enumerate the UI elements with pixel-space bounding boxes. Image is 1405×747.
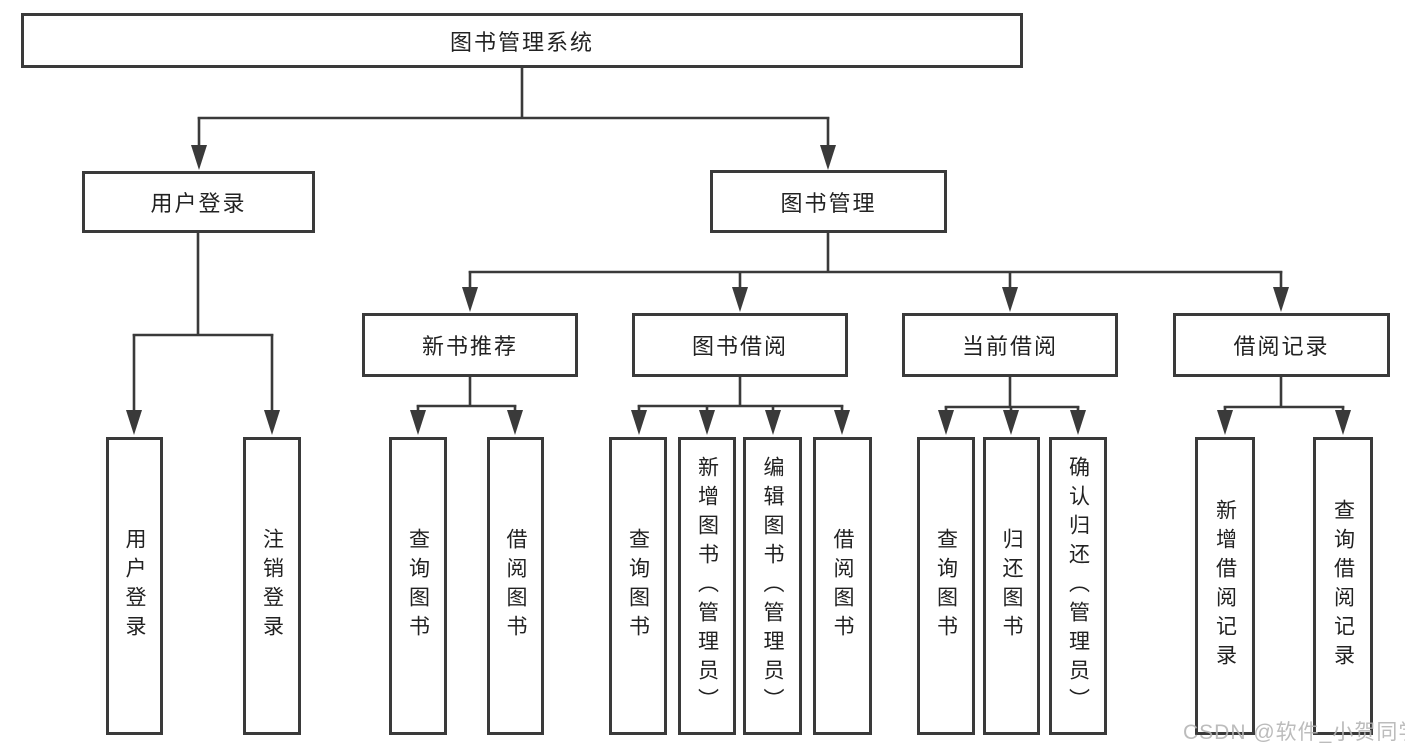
leaf-query-books-recommend: 查询图书 bbox=[389, 437, 447, 735]
node-label: 用户登录 bbox=[123, 528, 146, 644]
leaf-user-login: 用户登录 bbox=[106, 437, 163, 735]
node-library-management-system: 图书管理系统 bbox=[21, 13, 1023, 68]
leaf-query-borrow-record: 查询借阅记录 bbox=[1313, 437, 1373, 735]
leaf-edit-books-admin: 编辑图书（管理员） bbox=[743, 437, 802, 735]
node-label: 当前借阅 bbox=[961, 334, 1058, 359]
node-label: 查询图书 bbox=[406, 528, 430, 644]
watermark: CSDN @软件_小贺同学 bbox=[1183, 721, 1405, 744]
leaf-confirm-return-admin: 确认归还（管理员） bbox=[1049, 437, 1107, 735]
leaf-add-borrow-record: 新增借阅记录 bbox=[1195, 437, 1255, 735]
node-book-borrowing: 图书借阅 bbox=[632, 313, 848, 377]
leaf-logout-login: 注销登录 bbox=[243, 437, 301, 735]
node-label: 归还图书 bbox=[1000, 528, 1023, 644]
node-label: 查询借阅记录 bbox=[1331, 499, 1355, 673]
leaf-return-books: 归还图书 bbox=[983, 437, 1040, 735]
node-label: 查询图书 bbox=[626, 528, 650, 644]
leaf-query-books-current: 查询图书 bbox=[917, 437, 975, 735]
node-user-login: 用户登录 bbox=[82, 171, 315, 233]
node-label: 用户登录 bbox=[150, 191, 247, 216]
node-label: 借阅图书 bbox=[504, 528, 527, 644]
leaf-borrow-books-recommend: 借阅图书 bbox=[487, 437, 544, 735]
node-current-borrowing: 当前借阅 bbox=[902, 313, 1118, 377]
node-label: 新增图书（管理员） bbox=[695, 455, 719, 717]
node-label: 新书推荐 bbox=[421, 334, 518, 359]
node-borrow-records: 借阅记录 bbox=[1173, 313, 1390, 377]
leaf-query-books-borrowing: 查询图书 bbox=[609, 437, 667, 735]
leaf-borrow-books: 借阅图书 bbox=[813, 437, 872, 735]
node-label: 图书管理系统 bbox=[449, 29, 594, 55]
node-label: 查询图书 bbox=[934, 528, 958, 644]
node-label: 图书借阅 bbox=[691, 334, 788, 359]
node-label: 新增借阅记录 bbox=[1213, 499, 1237, 673]
node-label: 图书管理 bbox=[780, 190, 877, 216]
node-label: 编辑图书（管理员） bbox=[761, 455, 784, 717]
node-label: 注销登录 bbox=[260, 528, 284, 644]
node-book-management: 图书管理 bbox=[710, 170, 947, 233]
node-label: 借阅图书 bbox=[831, 528, 854, 644]
leaf-add-books-admin: 新增图书（管理员） bbox=[678, 437, 736, 735]
node-label: 借阅记录 bbox=[1233, 334, 1330, 359]
node-new-book-recommend: 新书推荐 bbox=[362, 313, 578, 377]
node-label: 确认归还（管理员） bbox=[1066, 455, 1090, 717]
